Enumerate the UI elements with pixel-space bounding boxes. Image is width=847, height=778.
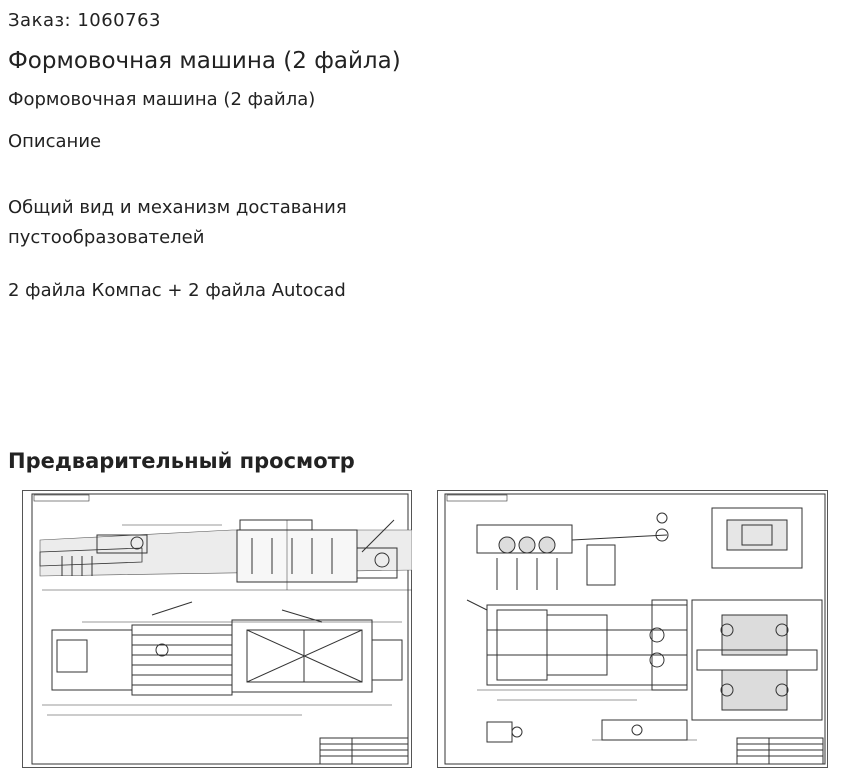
technical-drawing-icon <box>22 490 412 768</box>
description-heading: Описание <box>8 131 102 152</box>
preview-thumbnail-mechanism[interactable] <box>437 490 828 768</box>
order-number: Заказ: 1060763 <box>8 10 161 31</box>
preview-thumbnail-general-view[interactable] <box>22 490 412 768</box>
preview-heading: Предварительный просмотр <box>8 449 355 473</box>
product-title: Формовочная машина (2 файла) <box>8 48 401 74</box>
files-info: 2 файла Компас + 2 файла Autocad <box>8 280 346 301</box>
technical-drawing-icon <box>437 490 828 768</box>
description-text: Общий вид и механизм доставания пустообр… <box>8 197 347 248</box>
product-subtitle: Формовочная машина (2 файла) <box>8 89 316 110</box>
